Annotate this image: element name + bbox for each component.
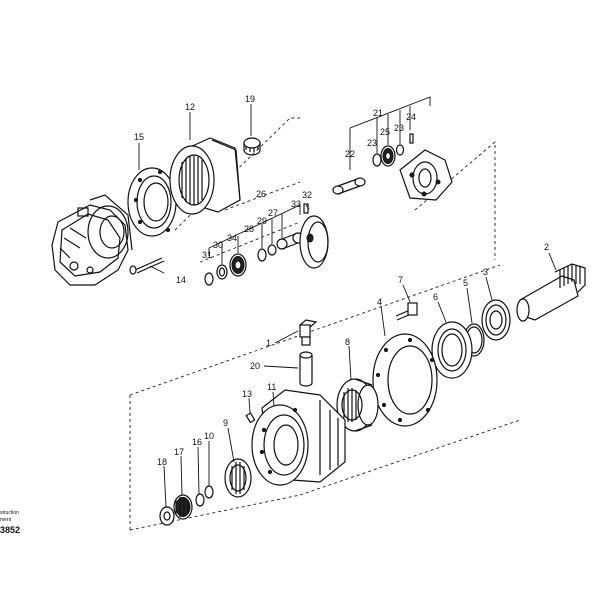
part-18-thrust-plate	[159, 506, 175, 526]
label-6: 6	[433, 292, 438, 302]
label-2: 2	[544, 242, 549, 252]
part-32-pin	[303, 203, 309, 214]
label-9: 9	[223, 418, 228, 428]
stamp-code: 3852	[0, 525, 20, 535]
part-3-bearing	[481, 299, 511, 341]
part-1-valve	[299, 319, 318, 346]
label-20: 20	[250, 361, 260, 371]
part-30-washer	[216, 264, 228, 280]
part-9-bearing	[224, 458, 252, 498]
label-5: 5	[463, 278, 468, 288]
label-25: 25	[380, 127, 390, 137]
label-29: 29	[257, 216, 267, 226]
label-27: 27	[268, 208, 278, 218]
label-30: 30	[213, 240, 223, 250]
part-28-pin	[257, 248, 267, 262]
label-17: 17	[174, 447, 184, 457]
label-31: 31	[202, 250, 212, 260]
label-22: 22	[345, 149, 355, 159]
label-10: 10	[204, 431, 214, 441]
label-15: 15	[134, 132, 144, 142]
label-24: 24	[406, 112, 416, 122]
label-32: 32	[302, 190, 312, 200]
label-26: 26	[256, 189, 266, 199]
stamp-line-2: ment	[0, 517, 12, 523]
corner-stamp: struction ment 3852	[0, 510, 20, 535]
part-8-bearing	[336, 378, 379, 432]
label-7: 7	[398, 275, 403, 285]
label-21: 21	[373, 108, 383, 118]
label-34: 34	[227, 233, 237, 243]
label-16: 16	[192, 437, 202, 447]
part-6-seal	[431, 321, 473, 379]
part-13-pin	[245, 412, 256, 424]
label-33: 33	[291, 199, 301, 209]
part-12-ring-gear	[169, 137, 241, 215]
part-11-housing	[251, 389, 346, 486]
part-25-gear	[380, 145, 396, 167]
label-23b: 23	[394, 123, 404, 133]
label-28: 28	[244, 224, 254, 234]
label-8: 8	[345, 337, 350, 347]
stamp-line-1: struction	[0, 510, 19, 516]
part-34-gear	[229, 253, 247, 277]
label-1: 1	[266, 338, 271, 348]
label-23a: 23	[367, 138, 377, 148]
part-14-bolt	[129, 257, 165, 275]
part-7-bolt	[395, 302, 418, 321]
part-number-labels: 12 15 19 14 26 32 33 27 29 28 34 30 31 2…	[134, 94, 549, 467]
hydraulic-motor	[51, 194, 133, 286]
part-21-carrier	[399, 149, 453, 201]
part-24-pin	[409, 133, 414, 144]
label-19: 19	[245, 94, 255, 104]
part-16-washer	[195, 493, 205, 507]
part-19-sleeve	[243, 137, 261, 156]
part-4-cover-flange	[372, 333, 438, 427]
part-29-washer	[267, 244, 277, 256]
part-27-pin	[276, 232, 304, 250]
part-15-flange-ring	[127, 167, 177, 237]
part-17-sun-gear	[173, 494, 193, 520]
label-14: 14	[176, 275, 186, 285]
part-23-washer	[372, 153, 382, 167]
label-4: 4	[377, 297, 382, 307]
part-22-pin	[332, 177, 366, 195]
leader-lines	[138, 96, 557, 508]
label-13: 13	[242, 389, 252, 399]
part-20-cartridge	[299, 351, 313, 387]
label-18: 18	[157, 457, 167, 467]
part-2-shaft	[516, 263, 586, 322]
label-3: 3	[483, 267, 488, 277]
label-12: 12	[185, 102, 195, 112]
label-11: 11	[267, 382, 276, 392]
part-33-carrier-plate	[299, 215, 329, 269]
part-10-ring	[204, 485, 214, 499]
part-23-washer-b	[395, 144, 405, 156]
part-31-snap-ring	[204, 272, 214, 286]
assembly-dashed-lines	[129, 117, 521, 531]
